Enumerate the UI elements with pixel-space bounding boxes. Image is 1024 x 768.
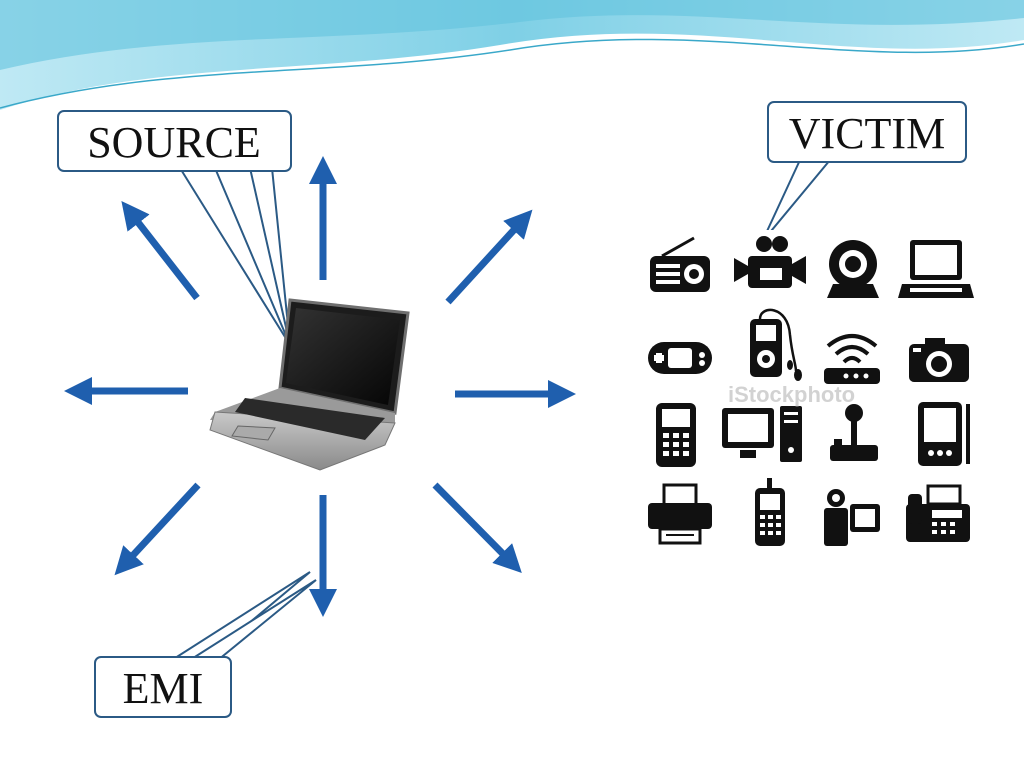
pda-icon xyxy=(918,402,970,466)
mobile-phone-icon xyxy=(656,403,696,467)
joystick-icon xyxy=(830,404,878,461)
emission-arrows xyxy=(64,156,576,617)
cell-phone-icon xyxy=(755,478,785,546)
emission-arrow-down-left xyxy=(114,482,201,576)
emission-arrow-up-left xyxy=(121,200,200,301)
source-callout: SOURCE xyxy=(57,110,292,346)
emission-arrow-up-right xyxy=(445,209,533,305)
camera-icon xyxy=(909,338,969,382)
emi-callout: EMI xyxy=(94,571,317,718)
mp3-player-icon xyxy=(750,308,802,381)
video-camera-icon xyxy=(734,236,806,288)
emi-label: EMI xyxy=(123,664,204,713)
desktop-computer-icon xyxy=(722,406,802,462)
watermark-text: iStockphoto xyxy=(728,382,855,407)
emission-arrow-down-right xyxy=(432,482,522,573)
webcam-icon xyxy=(827,240,879,298)
radio-icon xyxy=(650,236,710,292)
victim-callout: VICTIM xyxy=(761,101,967,243)
victim-device-grid: iStockphoto xyxy=(645,230,975,550)
source-label: SOURCE xyxy=(87,118,261,167)
printer-icon xyxy=(648,483,712,545)
laptop-icon xyxy=(898,240,974,298)
fax-machine-icon xyxy=(906,484,970,542)
header-wave xyxy=(0,0,1024,110)
victim-label: VICTIM xyxy=(789,109,945,158)
wifi-router-icon xyxy=(824,334,880,384)
camcorder-icon xyxy=(824,489,880,546)
game-controller-icon xyxy=(648,342,712,374)
laptop-source-image xyxy=(209,298,410,471)
